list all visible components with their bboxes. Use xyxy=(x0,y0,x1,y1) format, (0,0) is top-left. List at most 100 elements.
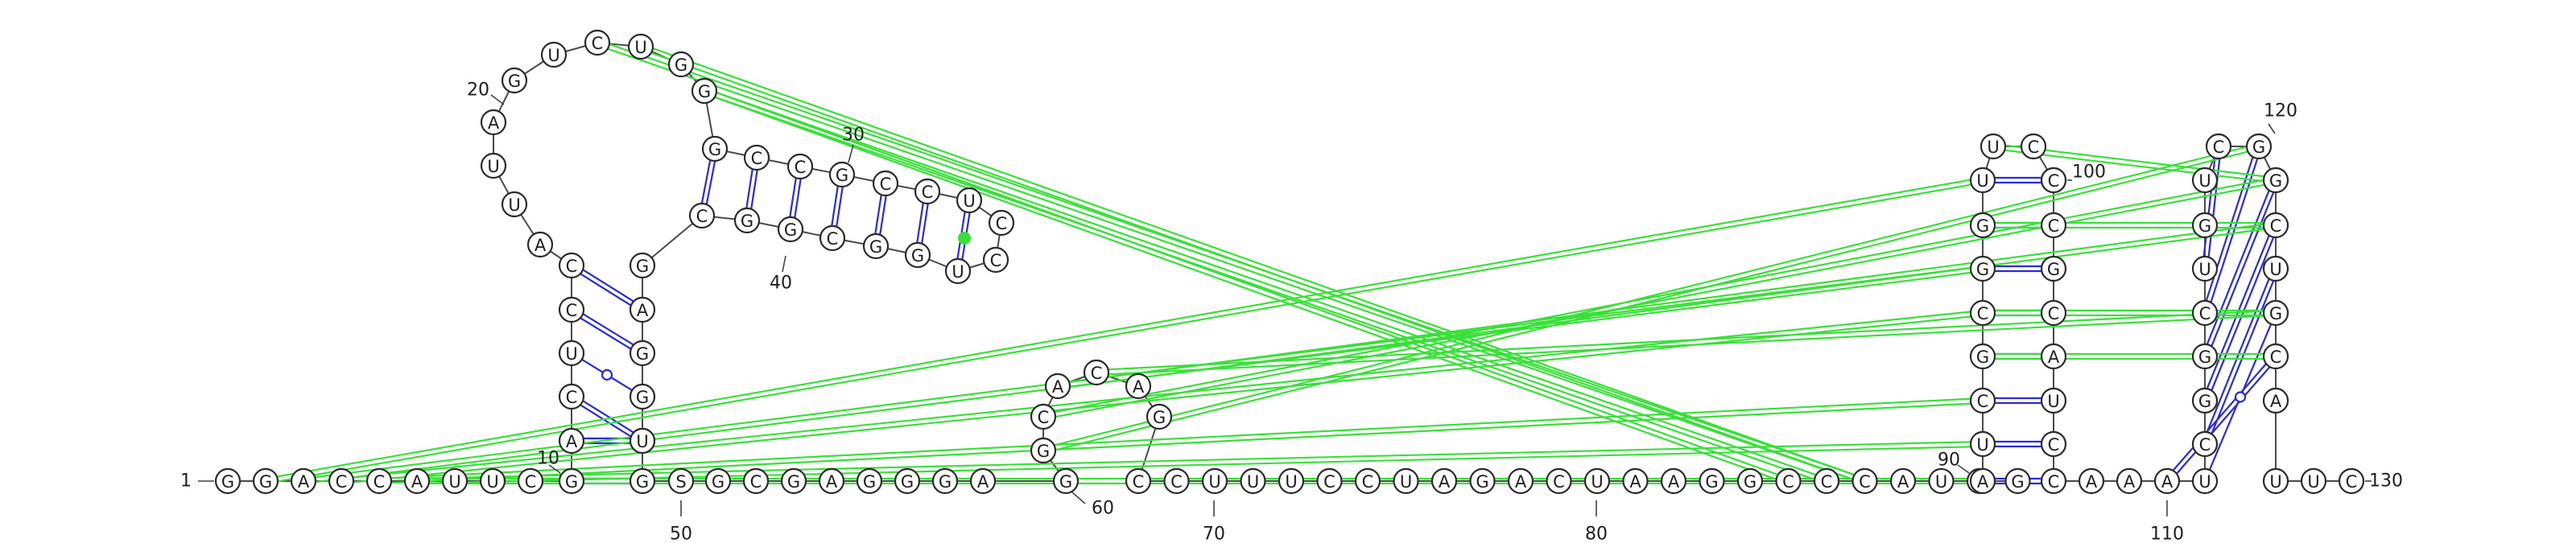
svg-text:U: U xyxy=(1935,472,1947,492)
nucleotide-83: C xyxy=(1813,467,1840,495)
nucleotide-20: G xyxy=(501,67,528,94)
svg-text:A: A xyxy=(488,113,500,133)
nucleotide-36: G xyxy=(904,241,931,269)
nucleotide-17: U xyxy=(501,191,528,218)
nucleotide-54: G xyxy=(856,467,883,495)
svg-text:A: A xyxy=(637,301,649,320)
base-pair xyxy=(580,269,634,306)
position-label-text: 1 xyxy=(180,471,192,492)
nucleotide-41: C xyxy=(688,202,716,229)
svg-text:G: G xyxy=(1037,442,1050,461)
svg-text:C: C xyxy=(1133,472,1145,492)
svg-text:C: C xyxy=(374,472,386,492)
base-pair xyxy=(831,186,844,227)
svg-text:U: U xyxy=(1987,138,1999,157)
svg-text:C: C xyxy=(2048,171,2060,191)
svg-text:A: A xyxy=(535,236,547,255)
svg-text:G: G xyxy=(1976,260,1989,279)
svg-text:C: C xyxy=(1362,472,1374,492)
nucleotide-68: U xyxy=(1240,467,1266,495)
position-label-text: 120 xyxy=(2264,101,2297,121)
base-pair-layer xyxy=(580,157,2275,485)
nucleotide-56: G xyxy=(931,467,959,495)
svg-text:C: C xyxy=(750,472,762,492)
svg-text:C: C xyxy=(2048,472,2060,492)
svg-text:A: A xyxy=(1629,472,1641,492)
nucleotide-61: A xyxy=(1044,372,1071,400)
svg-text:U: U xyxy=(2307,472,2319,492)
nucleotide-108: C xyxy=(2040,467,2067,495)
position-label: 90 xyxy=(1938,450,1970,474)
nucleotide-103: G xyxy=(2040,255,2067,282)
svg-text:S: S xyxy=(675,472,686,492)
svg-text:U: U xyxy=(2198,260,2211,279)
svg-text:C: C xyxy=(827,229,839,249)
nucleotide-123: C xyxy=(2262,212,2289,239)
position-label: 10 xyxy=(537,449,561,474)
position-label: 50 xyxy=(670,500,692,543)
position-label-text: 10 xyxy=(537,449,559,469)
position-label: 100 xyxy=(2067,162,2106,183)
base-pair xyxy=(2208,323,2273,471)
svg-text:C: C xyxy=(1170,472,1183,492)
nucleotide-74: G xyxy=(1469,467,1496,495)
svg-text:A: A xyxy=(566,432,578,451)
svg-text:G: G xyxy=(939,472,952,492)
nucleotide-78: A xyxy=(1622,467,1649,495)
base-pair xyxy=(874,195,887,235)
svg-text:G: G xyxy=(901,472,914,492)
nucleotide-12: C xyxy=(558,383,585,410)
svg-text:A: A xyxy=(1515,472,1527,492)
nucleotide-69: U xyxy=(1278,467,1305,495)
svg-text:C: C xyxy=(1782,472,1794,492)
svg-text:G: G xyxy=(698,82,711,101)
base-pair xyxy=(1995,440,2041,448)
svg-text:C: C xyxy=(2270,216,2282,236)
svg-text:C: C xyxy=(1553,472,1565,492)
svg-text:A: A xyxy=(411,472,423,492)
nucleotide-110: A xyxy=(2116,467,2143,495)
svg-text:G: G xyxy=(221,472,234,492)
nucleotide-52: G xyxy=(780,467,807,495)
nucleotide-15: C xyxy=(558,252,585,279)
nucleotide-124: U xyxy=(2262,255,2289,282)
nucleotide-98: C xyxy=(2020,133,2047,160)
svg-text:C: C xyxy=(525,472,537,492)
svg-text:U: U xyxy=(1591,472,1603,492)
nucleotide-122: G xyxy=(2262,167,2289,194)
position-label-text: 80 xyxy=(1585,524,1608,543)
nucleotide-129: U xyxy=(2300,467,2327,495)
backbone-layer xyxy=(228,42,2351,482)
svg-text:A: A xyxy=(2161,472,2174,492)
svg-text:G: G xyxy=(2198,348,2211,367)
svg-text:G: G xyxy=(1705,472,1718,492)
nucleotide-90: U xyxy=(1969,430,1996,458)
svg-text:C: C xyxy=(1859,472,1871,492)
base-pair xyxy=(1995,397,2041,405)
nucleotide-10: G xyxy=(558,467,585,495)
base-pair xyxy=(700,159,716,205)
svg-text:C: C xyxy=(1977,304,1989,323)
nucleotide-79: A xyxy=(1660,467,1687,495)
nucleotide-49: S xyxy=(667,467,695,495)
svg-text:C: C xyxy=(1323,472,1335,492)
position-label: 20 xyxy=(467,80,505,105)
nucleotide-3: A xyxy=(290,467,317,495)
svg-text:C: C xyxy=(566,257,578,276)
base-pair xyxy=(2206,278,2275,434)
tertiary-interaction xyxy=(703,88,1790,484)
nucleotide-16: A xyxy=(526,231,554,258)
svg-text:G: G xyxy=(636,472,649,492)
svg-text:G: G xyxy=(787,472,800,492)
svg-text:C: C xyxy=(2270,348,2282,367)
svg-text:C: C xyxy=(2048,435,2060,455)
nucleotide-14: C xyxy=(558,296,585,323)
nucleotide-125: G xyxy=(2262,299,2289,327)
svg-text:G: G xyxy=(636,388,649,407)
svg-text:C: C xyxy=(2048,304,2060,323)
nucleotide-97: U xyxy=(1979,133,2007,160)
nucleotide-75: A xyxy=(1507,467,1534,495)
svg-text:A: A xyxy=(1668,472,1680,492)
